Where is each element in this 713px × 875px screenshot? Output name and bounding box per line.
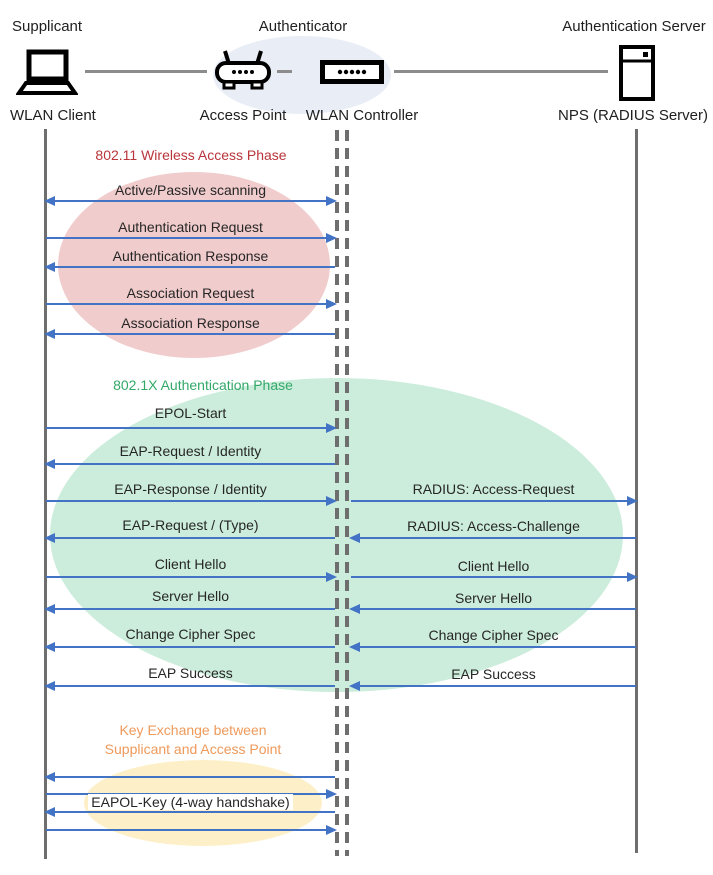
- wlan-client-label: WLAN Client: [10, 107, 96, 124]
- message-label: Server Hello: [151, 588, 230, 604]
- phase-title-key-exchange-line2: Supplicant and Access Point: [104, 741, 282, 757]
- access-point-label: Access Point: [199, 107, 287, 124]
- lifeline-radius-server: [635, 129, 638, 853]
- access-point-icon: [215, 50, 271, 90]
- message-label: EAP-Response / Identity: [114, 481, 267, 497]
- message-arrow: [44, 262, 335, 272]
- message-label: Authentication Request: [118, 219, 263, 235]
- phase-title-authentication: 802.1X Authentication Phase: [113, 377, 293, 393]
- message-label: EAP Success: [148, 665, 233, 681]
- message-label: Client Hello: [154, 556, 227, 572]
- wlan-controller-label: WLAN Controller: [305, 107, 419, 124]
- message-label: Association Response: [121, 315, 260, 331]
- nps-radius-server-label: NPS (RADIUS Server): [557, 107, 709, 124]
- phase-title-key-exchange: Key Exchange between Supplicant and Acce…: [63, 721, 323, 759]
- message-arrow: [351, 572, 638, 582]
- laptop-icon: [16, 49, 78, 95]
- message-label: EAP-Request / (Type): [122, 517, 259, 533]
- message-label: RADIUS: Access-Request: [412, 481, 575, 497]
- message-arrow: [44, 604, 335, 614]
- lifeline-wlan-controller-dashed: [345, 130, 349, 856]
- message-arrow: [349, 604, 636, 614]
- message-label: EAP-Request / Identity: [119, 443, 262, 459]
- lifeline-access-point-dashed: [335, 130, 339, 856]
- message-arrow: [46, 423, 337, 433]
- message-arrow: [46, 572, 337, 582]
- authentication-server-role-label: Authentication Server: [562, 18, 706, 35]
- message-label: Server Hello: [454, 590, 533, 606]
- server-icon: [619, 45, 655, 101]
- connector-client-ap: [85, 70, 207, 73]
- message-label: Association Request: [126, 285, 255, 301]
- connector-controller-server: [394, 70, 608, 73]
- message-arrow: [349, 642, 636, 652]
- message-label: EAPOL-Key (4-way handshake): [46, 794, 335, 810]
- message-arrow: [44, 533, 335, 543]
- wlan-controller-icon: [320, 60, 384, 84]
- message-label: Change Cipher Spec: [428, 627, 559, 643]
- message-arrow: [349, 681, 636, 691]
- message-arrow: [44, 329, 335, 339]
- supplicant-role-label: Supplicant: [12, 18, 83, 35]
- message-arrow: [46, 825, 337, 835]
- message-arrow: [44, 642, 335, 652]
- message-arrow: [351, 496, 638, 506]
- message-arrow: [46, 233, 337, 243]
- message-arrow: [44, 681, 335, 691]
- message-arrow: [44, 459, 335, 469]
- message-arrow: [44, 196, 337, 206]
- connector-ap-controller: [277, 70, 292, 73]
- message-label: RADIUS: Access-Challenge: [407, 518, 580, 534]
- lifeline-wlan-client: [44, 129, 47, 859]
- message-arrow: [349, 533, 636, 543]
- message-label: Client Hello: [457, 558, 530, 574]
- message-label: EPOL-Start: [154, 405, 227, 421]
- authenticator-role-label: Authenticator: [258, 18, 348, 35]
- message-label: EAP Success: [451, 666, 536, 682]
- message-label: Change Cipher Spec: [125, 626, 256, 642]
- message-arrow: [46, 496, 337, 506]
- message-arrow: [46, 299, 337, 309]
- message-label: Authentication Response: [112, 248, 269, 264]
- phase-title-key-exchange-line1: Key Exchange between: [119, 722, 267, 738]
- phase-title-wireless-access: 802.11 Wireless Access Phase: [95, 147, 287, 163]
- message-arrow: [44, 807, 335, 817]
- wireless-access-phase-ellipse: [58, 172, 330, 358]
- message-arrow: [44, 772, 335, 782]
- message-label: Active/Passive scanning: [115, 182, 266, 198]
